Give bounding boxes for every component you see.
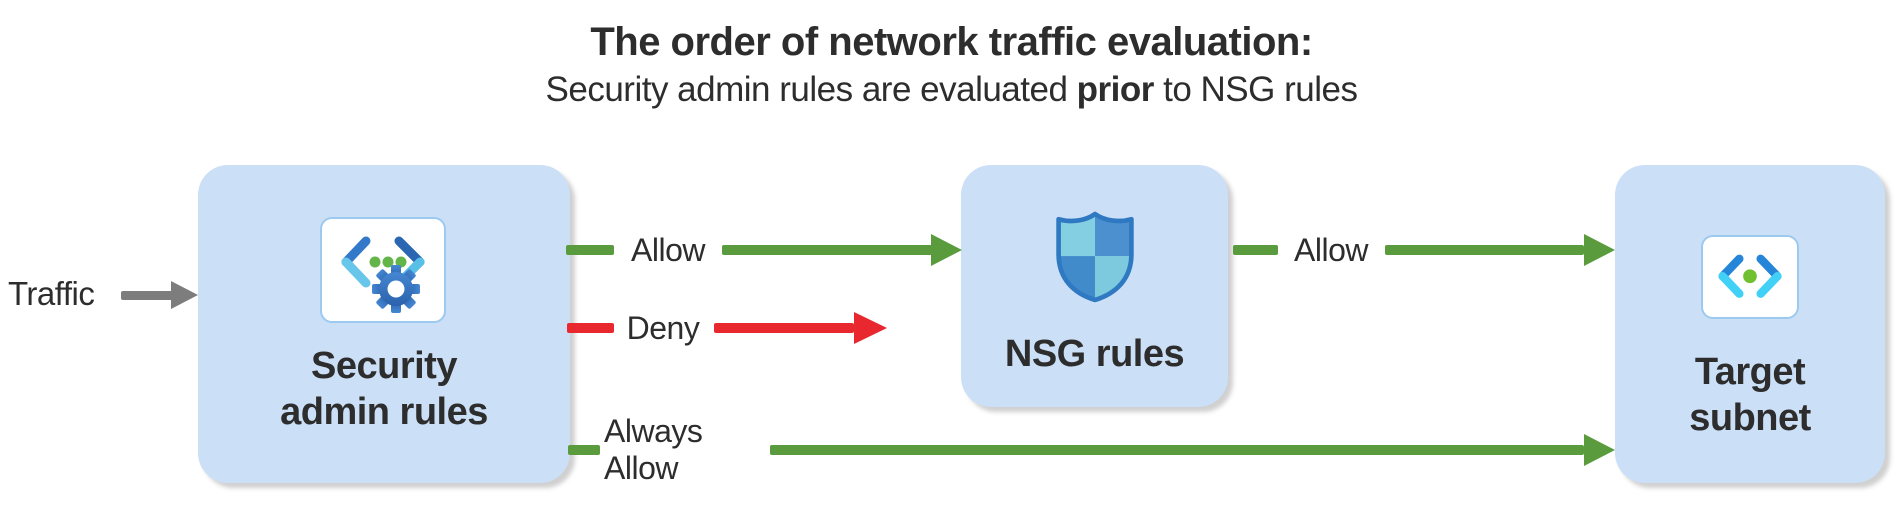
nsg-shield-icon [1055, 211, 1134, 303]
deny-label: Deny [626, 309, 700, 346]
label-line: subnet [1689, 397, 1811, 439]
nsg-rules-label: NSG rules [1004, 333, 1185, 375]
allow-to-nsg-label: Allow [631, 231, 705, 268]
nsg-shield-icon-wrap [961, 209, 1228, 305]
always-allow-arrowhead-icon [1584, 434, 1615, 466]
subtitle-prefix: Security admin rules are evaluated [545, 70, 1077, 109]
deny-line-start [567, 323, 614, 333]
subtitle-suffix: to NSG rules [1153, 70, 1358, 109]
node-nsg-rules: NSG rules [961, 165, 1228, 407]
always-allow-label: Always Allow [604, 413, 703, 486]
allow-to-nsg-line [722, 245, 933, 255]
always-allow-line-start [568, 445, 600, 455]
allow-to-nsg-arrowhead-icon [931, 234, 962, 266]
deny-line [714, 323, 854, 333]
virtual-network-manager-icon [341, 236, 425, 313]
allow-to-subnet-arrowhead-icon [1584, 234, 1615, 266]
traffic-arrowhead-icon [171, 281, 198, 309]
allow-to-nsg-line-start [566, 245, 614, 255]
always-allow-line [770, 445, 1584, 455]
security-admin-rules-label: Security admin rules [198, 343, 570, 435]
node-target-subnet: Target subnet [1615, 165, 1885, 483]
allow-to-subnet-line-start [1233, 245, 1278, 255]
virtual-network-manager-icon-card [320, 217, 446, 323]
deny-arrowhead-icon [854, 312, 887, 344]
page-title: The order of network traffic evaluation: [590, 20, 1313, 64]
label-line: admin rules [280, 391, 488, 433]
label-line: Target [1694, 351, 1806, 393]
traffic-arrow-line [121, 291, 173, 300]
subnet-icon [1718, 254, 1782, 298]
label-line: Security [311, 345, 457, 387]
subtitle-bold-word: prior [1076, 70, 1155, 109]
allow-to-subnet-line [1385, 245, 1584, 255]
target-subnet-label: Target subnet [1615, 349, 1885, 441]
subnet-icon-card [1701, 235, 1799, 319]
page-subtitle: Security admin rules are evaluated prior… [0, 70, 1903, 110]
node-security-admin-rules: Security admin rules [198, 165, 570, 483]
allow-to-subnet-label: Allow [1294, 231, 1368, 268]
traffic-label: Traffic [8, 275, 95, 312]
